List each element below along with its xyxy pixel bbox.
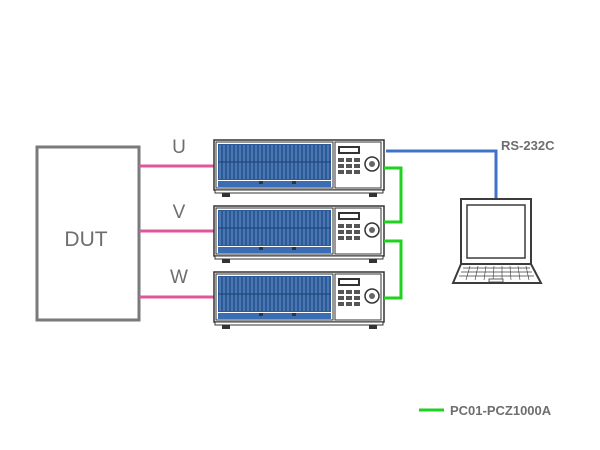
rs232c-cable [386,149,498,202]
load-unit-u [213,139,385,197]
link-cable-1 [384,166,403,224]
rs232c-label: RS-232C [501,138,555,153]
dut-label: DUT [64,228,107,251]
dut-box [35,145,141,322]
laptop-icon [451,198,543,284]
legend-label: PC01-PCZ1000A [450,403,552,418]
link-cable-2 [384,239,403,300]
load-unit-w [213,271,385,329]
phase-w-label: W [170,267,188,288]
load-unit-v [213,205,385,263]
phase-v-label: V [173,202,186,223]
phase-u-label: U [172,137,186,158]
